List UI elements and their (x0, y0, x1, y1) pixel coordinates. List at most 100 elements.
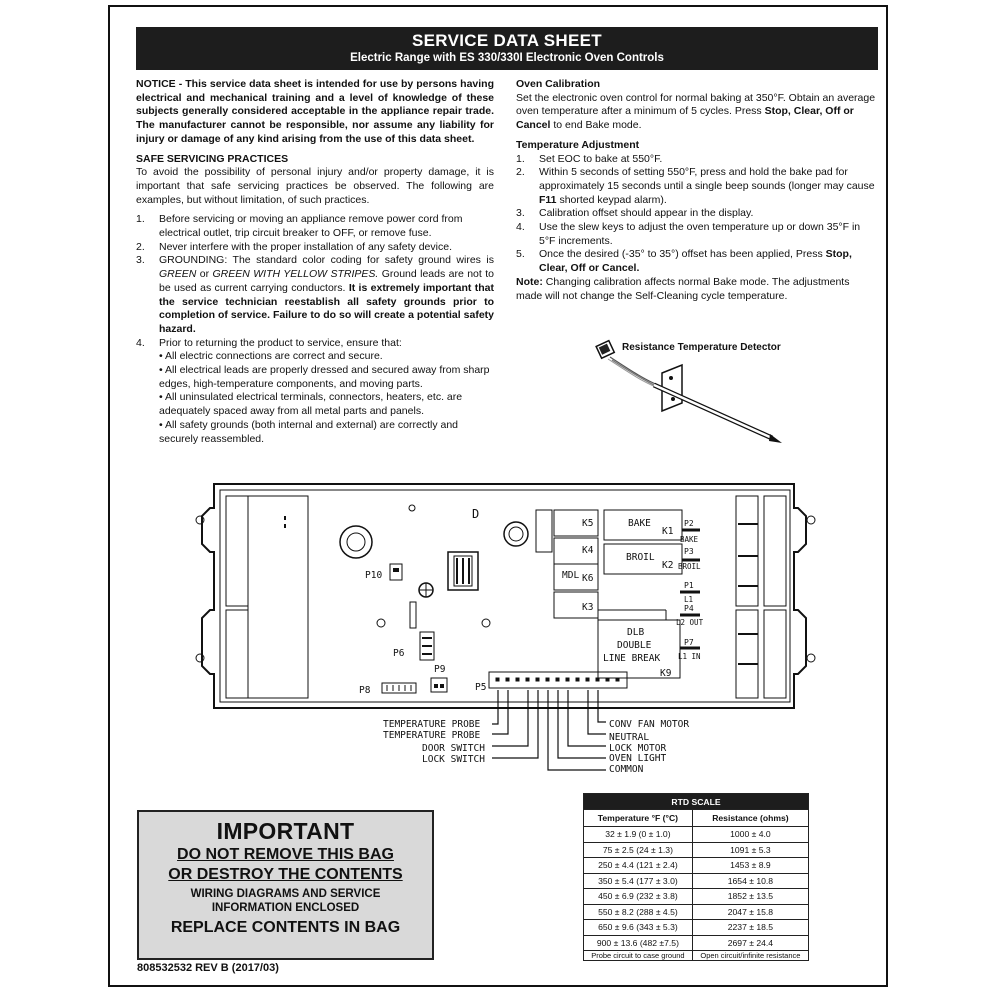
step-number: 1. (516, 152, 525, 165)
step-after: . (636, 262, 640, 275)
item-text: Ground leads are not to be used as curre… (159, 268, 494, 294)
p9-label: P9 (434, 664, 446, 675)
important-line-4: INFORMATION ENCLOSED (211, 902, 360, 914)
control-board-diagram (195, 483, 816, 709)
p4-label: P4 (684, 604, 694, 613)
wire-neutral: NEUTRAL (609, 732, 650, 743)
table-cell: 1091 ± 5.3 (691, 841, 810, 858)
calibration-text: Set the electronic oven control for norm… (516, 92, 876, 133)
step-text: Within 5 seconds of setting 550°F, press… (539, 166, 875, 192)
relay-label-k3: K3 (582, 602, 594, 613)
table-cell: 1000 ± 4.0 (691, 826, 810, 843)
note-body: Changing calibration affects normal Bake… (516, 275, 850, 302)
step-item: 4.Use the slew keys to adjust the oven t… (516, 221, 876, 248)
line-break-label: LINE BREAK (603, 653, 661, 664)
table-row: 32 ± 1.9 (0 ± 1.0)1000 ± 4.0 (583, 826, 810, 843)
p3-sub: BROIL (678, 562, 701, 571)
list-item: 3.GROUNDING: The standard color coding f… (136, 254, 494, 336)
table-caption: RTD SCALE (583, 793, 809, 810)
bullet-item: • All electric connections are correct a… (159, 350, 383, 363)
relay-label-k5: K5 (582, 518, 594, 529)
item-number: 1. (136, 213, 145, 226)
step-item: 3.Calibration offset should appear in th… (516, 207, 876, 221)
adjustment-steps: 1. Set EOC to bake at 550°F. 2. Within 5 s… (516, 153, 876, 276)
p8-label: P8 (359, 685, 371, 696)
table-row: 350 ± 5.4 (177 ± 3.0)1654 ± 10.8 (583, 872, 810, 889)
table-cell: 450 ± 6.9 (232 ± 3.8) (583, 888, 693, 905)
step-after: shorted keypad alarm). (559, 193, 667, 206)
important-line-5: REPLACE CONTENTS IN BAG (170, 919, 401, 936)
item-text: Prior to returning the product to servic… (159, 336, 402, 349)
item-number: 2. (136, 240, 145, 253)
relay-label-k4: K4 (582, 545, 594, 556)
relay-label-k1: K1 (662, 526, 674, 537)
p7-sub: L1 IN (678, 652, 701, 661)
step-item: 1. Set EOC to bake at 550°F. (516, 153, 876, 167)
note-label: Note: (516, 275, 543, 288)
p1-sub: L1 (684, 595, 694, 604)
bullet-item: • All uninsulated electrical terminals, … (159, 391, 463, 418)
calibration-text-end: to end Bake mode. (553, 119, 642, 132)
table-cell: 2237 ± 18.5 (691, 919, 810, 936)
item-warning: It is extremely important that the servi… (159, 281, 494, 335)
double-label: DOUBLE (617, 640, 652, 651)
step-text: Set EOC to bake at 550°F. (539, 152, 663, 165)
wire-lock-motor: LOCK MOTOR (609, 743, 667, 754)
p10-label: P10 (365, 570, 383, 581)
table-header-row: Temperature °F (°C) Resistance (ohms) (583, 809, 810, 827)
wire-conv-fan-motor: CONV FAN MOTOR (609, 719, 690, 730)
table-row: 550 ± 8.2 (288 ± 4.5)2047 ± 15.8 (583, 903, 810, 920)
p4-sub: L2 OUT (676, 618, 704, 627)
bullet-item: • All safety grounds (both internal and … (159, 418, 459, 445)
title-banner: SERVICE DATA SHEET Electric Range with E… (136, 27, 878, 70)
table-cell: 75 ± 2.5 (24 ± 1.3) (583, 841, 693, 858)
important-notice-box: IMPORTANT DO NOT REMOVE THIS BAG OR DEST… (137, 810, 434, 960)
column-header: Resistance (ohms) (691, 809, 810, 827)
page-subtitle: Electric Range with ES 330/330I Electron… (350, 52, 664, 64)
important-line-1: DO NOT REMOVE THIS BAG (177, 846, 394, 863)
table-cell: 1453 ± 8.9 (691, 857, 810, 874)
important-line-3: WIRING DIAGRAMS AND SERVICE (190, 888, 381, 900)
table-cell: 1654 ± 10.8 (691, 872, 810, 889)
step-text: Once the desired (-35° to 35°) offset ha… (539, 248, 823, 261)
item-number: 3. (136, 254, 145, 267)
wire-oven-light: OVEN LIGHT (609, 753, 667, 764)
rtd-scale-table: RTD SCALE Temperature °F (°C) Resistance… (583, 793, 810, 961)
p1-label: P1 (684, 581, 694, 590)
table-cell: 350 ± 5.4 (177 ± 3.0) (583, 872, 693, 889)
table-caption-row: RTD SCALE (583, 793, 809, 810)
table-footnote: Open circuit/infinite resistance (691, 950, 810, 961)
important-title: IMPORTANT (216, 818, 355, 844)
calibration-text-bold: Stop, Clear, Off or Cancel (516, 105, 854, 132)
list-item: 4.Prior to returning the product to serv… (136, 337, 494, 447)
step-item: 2. Within 5 seconds of setting 550°F, pre… (516, 166, 876, 207)
item-text-green: GREEN (159, 268, 197, 281)
item-text-stripes: GREEN WITH YELLOW STRIPES. (212, 268, 379, 281)
step-bold: F11 (539, 193, 557, 206)
table-cell: 32 ± 1.9 (0 ± 1.0) (583, 826, 693, 843)
item-text: Before servicing or moving an appliance … (159, 213, 463, 240)
wire-common: COMMON (609, 764, 644, 775)
step-item: 5.Once the desired (-35° to 35°) offset … (516, 248, 876, 275)
broil-label: BROIL (626, 552, 655, 563)
p5-label: P5 (475, 682, 487, 693)
d-label: D (472, 507, 480, 521)
wire-lock-switch: LOCK SWITCH (422, 754, 485, 765)
table-cell: 900 ± 13.6 (482 ±7.5) (583, 934, 693, 951)
table-row: 250 ± 4.4 (121 ± 2.4)1453 ± 8.9 (583, 857, 810, 874)
table-cell: 250 ± 4.4 (121 ± 2.4) (583, 857, 693, 874)
wire-leaders (492, 690, 606, 771)
table-row: 650 ± 9.6 (343 ± 5.3)2237 ± 18.5 (583, 919, 810, 936)
table-row: 900 ± 13.6 (482 ±7.5)2697 ± 24.4 (583, 934, 810, 951)
left-column: NOTICE - This service data sheet is inte… (136, 78, 494, 446)
step-number: 2. (516, 166, 525, 179)
list-item: 1. Before servicing or moving an applianc… (136, 213, 494, 240)
item-text: Never interfere with the proper installa… (159, 240, 452, 253)
adjustment-heading: Temperature Adjustment (516, 138, 640, 151)
bullet-item: • All electrical leads are properly dres… (159, 364, 490, 390)
step-number: 3. (516, 207, 525, 220)
right-column: Oven Calibration Set the electronic oven… (516, 78, 876, 303)
step-number: 4. (516, 221, 525, 234)
p3-label: P3 (684, 547, 694, 556)
notice-text: NOTICE - This service data sheet is inte… (136, 78, 494, 145)
